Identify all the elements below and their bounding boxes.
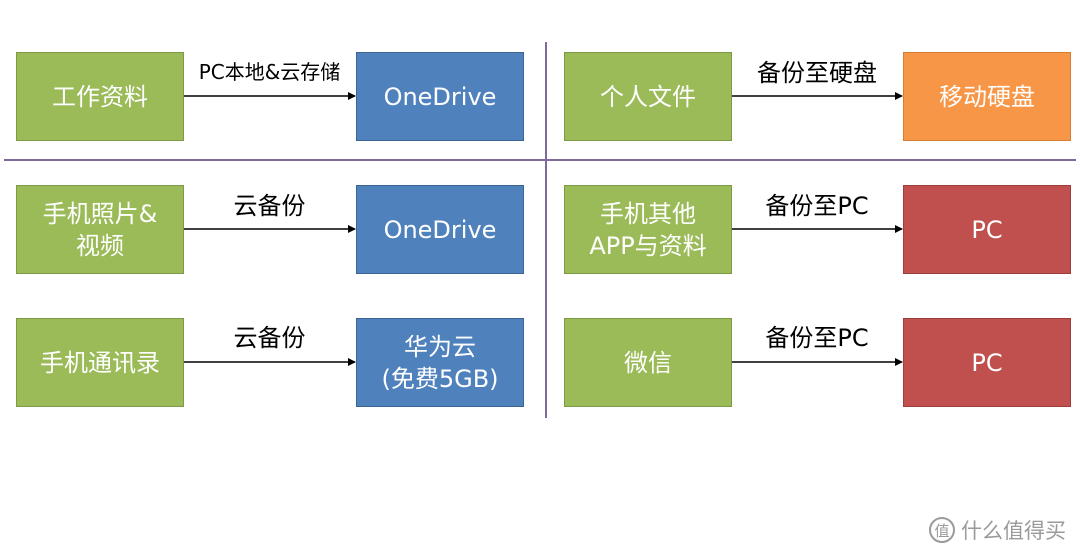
target-box-onedrive: OneDrive: [356, 185, 524, 274]
watermark: 值 什么值得买: [929, 515, 1066, 545]
zhi-logo-icon: 值: [929, 517, 955, 543]
arrow-label-cloud-backup: 云备份: [233, 192, 306, 220]
target-box-pc: PC: [903, 185, 1071, 274]
source-box-personal-files: 个人文件: [564, 52, 732, 141]
source-box-phone-photos: 手机照片& 视频: [16, 185, 184, 274]
vertical-divider: [545, 42, 547, 418]
target-box-huawei-cloud: 华为云 (免费5GB): [356, 318, 524, 407]
arrow-label-backup-to-pc: 备份至PC: [765, 324, 869, 352]
horizontal-divider: [4, 159, 1076, 161]
target-box-pc: PC: [903, 318, 1071, 407]
source-box-wechat: 微信: [564, 318, 732, 407]
source-box-work-files: 工作资料: [16, 52, 184, 141]
arrow-label-cloud-backup: 云备份: [233, 324, 306, 352]
arrow-label-backup-to-drive: 备份至硬盘: [757, 59, 877, 87]
arrow-label-backup-to-pc: 备份至PC: [765, 192, 869, 220]
source-box-other-apps: 手机其他 APP与资料: [564, 185, 732, 274]
source-box-contacts: 手机通讯录: [16, 318, 184, 407]
arrow-label-pc-local-cloud: PC本地&云存储: [198, 60, 341, 84]
watermark-text: 什么值得买: [961, 519, 1066, 543]
target-box-onedrive: OneDrive: [356, 52, 524, 141]
target-box-external-drive: 移动硬盘: [903, 52, 1071, 141]
